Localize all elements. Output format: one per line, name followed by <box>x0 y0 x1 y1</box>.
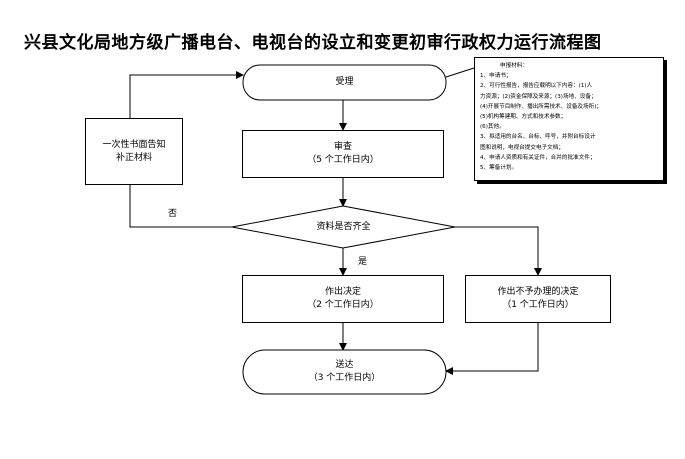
materials-line: 图和说明，电视台提交电子文档； <box>480 144 564 151</box>
decision-node: 作出决定 （2 个工作日内） <box>242 275 444 323</box>
materials-line: (5)机构筹建期、方式和技术参数； <box>480 114 567 121</box>
materials-line: (4)开展节目制作、播出所需技术、设备及场所)； <box>480 103 602 110</box>
check-node: 资料是否齐全 <box>232 206 455 248</box>
arrow-check-to-reject <box>455 226 542 276</box>
reject-time: （1 个工作日内） <box>502 300 574 310</box>
deliver-node: 送达 （3 个工作日内） <box>243 350 446 394</box>
annotation-connector <box>445 67 475 78</box>
review-label: 审查 <box>333 142 352 152</box>
accept-label: 受理 <box>335 77 354 87</box>
notify-line-2: 补正材料 <box>115 152 152 163</box>
materials-line: 力资源；(2)资金保障及来源；(3)场地、设备； <box>480 93 597 100</box>
page-title: 兴县文化局地方级广播电台、电视台的设立和变更初审行政权力运行流程图 <box>24 33 602 53</box>
materials-heading: 申报材料： <box>500 63 528 69</box>
arrow-reject-to-deliver <box>445 323 539 375</box>
materials-line: 3、拟适用的台名、台标、呼号，并附台标设计 <box>480 134 596 141</box>
check-question: 资料是否齐全 <box>316 221 371 232</box>
accept-node: 受理 <box>243 65 446 100</box>
review-time: （5 个工作日内） <box>307 155 379 165</box>
decision-label: 作出决定 <box>324 287 361 297</box>
materials-annotation: 申报材料： 1、申请书； 2、可行性报告，报告应载明以下内容：(1)人 力资源；… <box>474 57 664 181</box>
deliver-label: 送达 <box>335 360 354 370</box>
accept-terminal <box>242 64 447 101</box>
materials-line: 4、申请人资质和有关证件，合并的批准文件； <box>480 154 596 161</box>
yes-label: 是 <box>358 257 368 267</box>
deliver-time: （3 个工作日内） <box>308 373 381 383</box>
check-diamond <box>231 205 456 249</box>
no-label: 否 <box>168 209 178 219</box>
reject-label: 作出不予办理的决定 <box>497 287 579 297</box>
reject-node: 作出不予办理的决定 （1 个工作日内） <box>465 275 611 323</box>
materials-line: 1、申请书； <box>480 73 512 80</box>
review-node: 审查 （5 个工作日内） <box>242 130 444 178</box>
materials-line: 5、筹备计划。 <box>480 165 518 172</box>
notify-line-1: 一次性书面告知 <box>102 139 166 150</box>
materials-line: (6)其他。 <box>480 124 505 131</box>
decision-time: （2 个工作日内） <box>307 300 379 310</box>
materials-line: 2、可行性报告，报告应载明以下内容：(1)人 <box>480 83 593 90</box>
deliver-terminal <box>242 349 447 395</box>
notify-node: 一次性书面告知 补正材料 <box>85 118 183 185</box>
